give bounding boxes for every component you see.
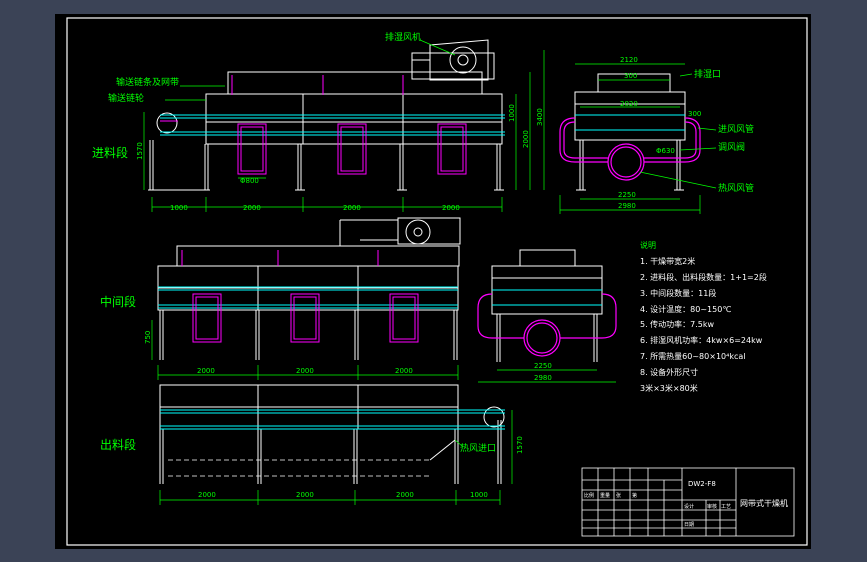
feed-dim-vert-r3: 3400 xyxy=(536,108,544,126)
tb-cell-1: 比例 xyxy=(584,492,594,499)
end-view-2-dimensions xyxy=(478,369,616,383)
note-line-9: 3米×3米×80米 xyxy=(640,383,698,393)
feed-dim-1: 1000 xyxy=(170,204,188,212)
end-view-1-ducts xyxy=(559,117,701,181)
discharge-dim-2: 2000 xyxy=(296,491,314,499)
note-line-3: 3. 中间段数量：11段 xyxy=(640,288,716,298)
tb-cell-4: 第 xyxy=(632,492,637,499)
discharge-dim-1: 2000 xyxy=(198,491,216,499)
sheet-border xyxy=(66,17,808,546)
note-line-1: 1. 干燥带宽2米 xyxy=(640,256,695,266)
end2-dim-bottom1: 2250 xyxy=(534,362,552,370)
feed-belt xyxy=(160,114,505,136)
feed-dim-vert-r2: 2000 xyxy=(522,130,530,148)
drawing-title: 网带式干燥机 xyxy=(740,498,788,508)
feed-dim-sprocket: Φ800 xyxy=(240,177,259,185)
notes-heading: 说明 xyxy=(640,240,656,250)
end-view-1-dimensions xyxy=(559,63,717,214)
tb-cell-7: 工艺 xyxy=(721,504,731,510)
section-label-discharge: 出料段 xyxy=(100,437,136,452)
end-dim-fan: Φ630 xyxy=(656,147,675,155)
end-dim-mid1: 2020 xyxy=(620,100,638,108)
callout-conveyor-sprocket: 输送链轮 xyxy=(108,92,144,104)
feed-dim-2: 2000 xyxy=(243,204,261,212)
feed-dim-4: 2000 xyxy=(442,204,460,212)
end-view-2-belt xyxy=(492,289,602,306)
end-dim-top1: 2120 xyxy=(620,56,638,64)
end-dim-side: 300 xyxy=(688,110,701,118)
tb-cell-3: 张 xyxy=(616,492,621,499)
feed-section-elevation xyxy=(148,39,504,191)
middle-ducts xyxy=(181,250,419,343)
end-view-1 xyxy=(574,73,686,191)
title-block xyxy=(581,467,795,537)
callout-conveyor-chain: 输送链条及网带 xyxy=(116,76,179,88)
feed-dimensions xyxy=(143,39,545,212)
note-line-2: 2. 进料段、出料段数量：1+1=2段 xyxy=(640,272,767,282)
discharge-dimensions xyxy=(159,410,513,505)
tb-cell-2: 重量 xyxy=(600,492,610,499)
callout-damper: 调风阀 xyxy=(718,142,745,153)
tb-cell-6: 审核 xyxy=(707,503,717,510)
middle-dim-2: 2000 xyxy=(296,367,314,375)
note-line-5: 5. 传动功率：7.5kw xyxy=(640,319,715,329)
discharge-belt xyxy=(160,409,505,430)
end-view-2-ducts xyxy=(477,293,617,357)
note-line-4: 4. 设计温度：80~150℃ xyxy=(640,304,731,314)
callout-hot-air-inlet: 热风进口 xyxy=(460,442,496,454)
callout-air-inlet-duct: 进风风管 xyxy=(718,123,754,135)
callout-hot-air-duct: 热风风管 xyxy=(718,182,754,194)
tb-cell-5: 设计 xyxy=(684,503,694,510)
feed-dim-vert-left: 1570 xyxy=(136,142,144,160)
middle-belt xyxy=(158,286,458,309)
discharge-dim-4: 1000 xyxy=(470,491,488,499)
callout-exhaust-port: 排湿口 xyxy=(694,68,721,80)
middle-dimensions xyxy=(151,320,459,380)
middle-section-elevation xyxy=(157,217,461,360)
end2-dim-bottom2: 2980 xyxy=(534,374,552,382)
feed-dim-vert-r1: 1000 xyxy=(508,104,516,122)
note-line-6: 6. 排湿风机功率：4kw×6=24kw xyxy=(640,335,763,345)
notes-block: 说明 1. 干燥带宽2米 2. 进料段、出料段数量：1+1=2段 3. 中间段数… xyxy=(640,240,767,393)
end-dim-top2: 300 xyxy=(624,72,637,80)
feed-dim-3: 2000 xyxy=(343,204,361,212)
tb-cell-8: 日期 xyxy=(684,522,694,528)
end-dim-bottom1: 2250 xyxy=(618,191,636,199)
middle-dim-vert: 750 xyxy=(144,331,152,344)
end-view-1-belt xyxy=(575,114,685,131)
discharge-dim-vert: 1570 xyxy=(516,436,524,454)
discharge-dim-3: 2000 xyxy=(396,491,414,499)
section-label-middle: 中间段 xyxy=(100,294,136,309)
end-dim-bottom2: 2980 xyxy=(618,202,636,210)
middle-dim-1: 2000 xyxy=(197,367,215,375)
note-line-7: 7. 所需热量60~80×10⁴kcal xyxy=(640,351,745,361)
discharge-section-elevation xyxy=(159,384,505,484)
feed-ducts xyxy=(160,75,467,175)
section-label-feed: 进料段 xyxy=(92,145,128,160)
note-line-8: 8. 设备外形尺寸 xyxy=(640,367,698,377)
callout-exhaust-fan: 排湿风机 xyxy=(385,31,421,43)
discharge-hot-air-pipe xyxy=(168,459,430,477)
drawing-number: DW2-F8 xyxy=(688,480,716,488)
middle-dim-3: 2000 xyxy=(395,367,413,375)
